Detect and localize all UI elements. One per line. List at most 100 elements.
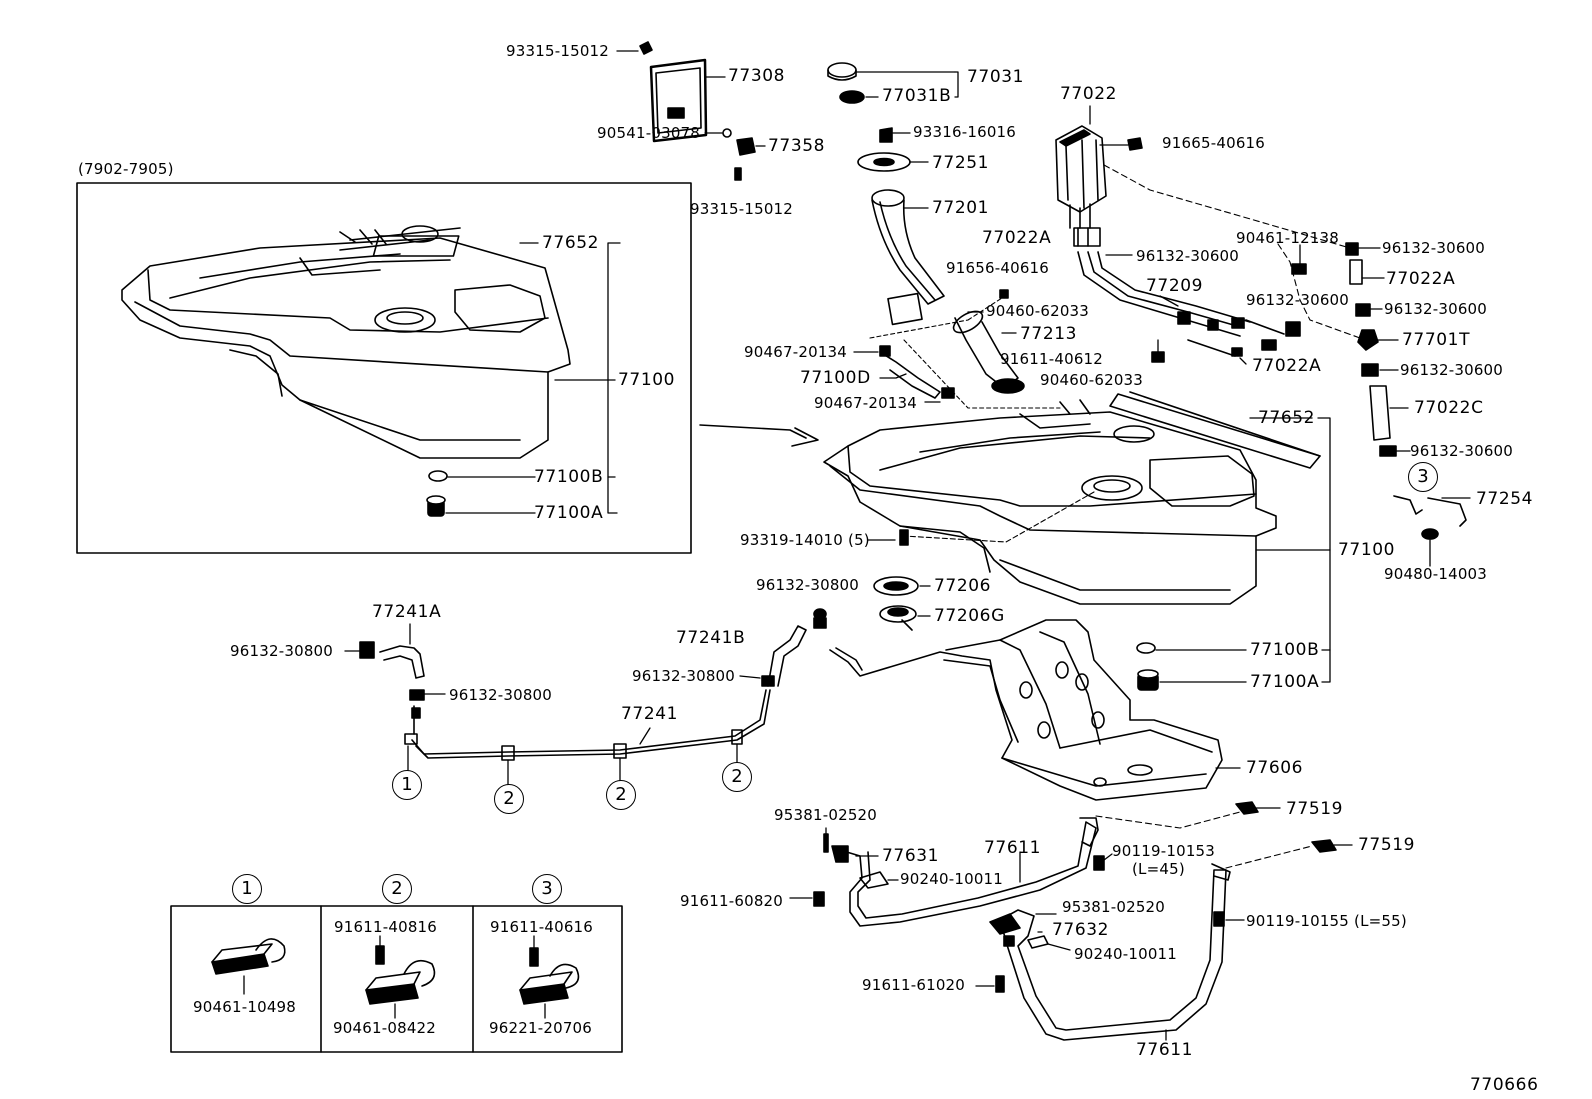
label-77100B-main: 77100B <box>1250 640 1320 660</box>
drawing-id: 770666 <box>1470 1075 1539 1095</box>
legend-callout-1: 1 <box>232 874 262 904</box>
filler-hose-77213 <box>950 290 1024 393</box>
label-91611-40616: 91611-40616 <box>490 918 594 936</box>
label-91611-40612: 91611-40612 <box>1000 350 1104 368</box>
label-90460-62033-2: 90460-62033 <box>1040 371 1144 389</box>
label-96132-30600-2: 96132-30600 <box>1382 239 1486 257</box>
protector-77606 <box>830 620 1240 800</box>
label-77652-main: 77652 <box>1258 408 1316 428</box>
label-77100-inset: 77100 <box>618 370 676 390</box>
label-77519-1: 77519 <box>1286 799 1344 819</box>
dash-canister <box>1104 165 1350 248</box>
label-91665-40616: 91665-40616 <box>1162 134 1266 152</box>
label-90119-10153: 90119-10153 <box>1112 842 1216 860</box>
filler-neck-77201 <box>872 190 944 324</box>
label-77022A-3: 77022A <box>1252 356 1322 376</box>
label-77632: 77632 <box>1052 920 1110 940</box>
label-77241B: 77241B <box>676 628 746 648</box>
label-96132-30600-6: 96132-30600 <box>1410 442 1514 460</box>
label-90467-20134-2: 90467-20134 <box>814 394 918 412</box>
inset-caption: (7902-7905) <box>78 160 174 178</box>
label-77100-main: 77100 <box>1338 540 1396 560</box>
label-95381-02520-2: 95381-02520 <box>1062 898 1166 916</box>
label-93319-14010: 93319-14010 (5) <box>740 531 870 549</box>
label-96132-30600-5: 96132-30600 <box>1400 361 1504 379</box>
label-77213: 77213 <box>1020 324 1078 344</box>
label-77206: 77206 <box>934 576 992 596</box>
label-96221-20706: 96221-20706 <box>489 1019 593 1037</box>
label-77209: 77209 <box>1146 276 1204 296</box>
label-77022C: 77022C <box>1414 398 1484 418</box>
label-90461-10498: 90461-10498 <box>193 998 297 1016</box>
dash-guides-neck <box>870 296 1060 408</box>
label-91656-40616: 91656-40616 <box>946 259 1050 277</box>
label-96132-30600-1: 96132-30600 <box>1136 247 1240 265</box>
label-77519-2: 77519 <box>1358 835 1416 855</box>
callout-2-line-b: 2 <box>606 780 636 810</box>
clamp-type-1 <box>212 939 285 994</box>
label-77701T: 77701T <box>1402 330 1471 350</box>
label-96132-30800-1: 96132-30800 <box>756 576 860 594</box>
label-95381-02520-1: 95381-02520 <box>774 806 878 824</box>
label-77606: 77606 <box>1246 758 1304 778</box>
label-77206G: 77206G <box>934 606 1005 626</box>
inset-fuel-tank <box>122 226 570 458</box>
strap-77611-front <box>790 818 1112 926</box>
main-tank-leaders <box>1156 418 1330 682</box>
callout-2-line-a: 2 <box>494 784 524 814</box>
main-drain-plug <box>1137 643 1158 690</box>
label-96132-30800-2: 96132-30800 <box>230 642 334 660</box>
vapor-lines-77209 <box>1078 252 1284 356</box>
label-77254: 77254 <box>1476 489 1534 509</box>
label-77100D: 77100D <box>800 368 871 388</box>
label-91611-60820: 91611-60820 <box>680 892 784 910</box>
gauge-unit-77358 <box>705 129 765 180</box>
vent-hose-77100D <box>854 346 954 402</box>
label-77358: 77358 <box>768 136 826 156</box>
label-93315-15012-bottom: 93315-15012 <box>690 200 794 218</box>
canister-77022 <box>1056 106 1142 246</box>
label-90240-10011-1: 90240-10011 <box>900 870 1004 888</box>
strap-77611-rear <box>976 864 1244 1040</box>
fittings-77209 <box>1152 318 1300 364</box>
sender-gauge-77206 <box>814 530 930 630</box>
dash-vent <box>1278 244 1360 338</box>
callout-3-bracket: 3 <box>1408 462 1438 492</box>
label-96132-30800-3: 96132-30800 <box>632 667 736 685</box>
label-96132-30600-4: 96132-30600 <box>1384 300 1488 318</box>
label-93315-15012-top: 93315-15012 <box>506 42 610 60</box>
label-93316-16016: 93316-16016 <box>913 123 1017 141</box>
label-L45: (L=45) <box>1132 860 1185 878</box>
label-77022: 77022 <box>1060 84 1118 104</box>
label-90467-20134-1: 90467-20134 <box>744 343 848 361</box>
label-77308: 77308 <box>728 66 786 86</box>
label-77031: 77031 <box>967 67 1025 87</box>
label-77631: 77631 <box>882 846 940 866</box>
label-77022A-2: 77022A <box>1386 269 1456 289</box>
label-77241: 77241 <box>621 704 679 724</box>
bracket-77254 <box>1394 496 1470 566</box>
inset-drain-plug <box>427 471 447 516</box>
fuel-lines-77241 <box>345 624 806 784</box>
label-77022A-1: 77022A <box>982 228 1052 248</box>
label-77611-bottom: 77611 <box>1136 1040 1194 1060</box>
strap-clips-77519 <box>1096 802 1352 868</box>
label-91611-61020: 91611-61020 <box>862 976 966 994</box>
cover-plate-77308 <box>617 42 725 141</box>
label-77241A: 77241A <box>372 602 442 622</box>
label-77652-inset: 77652 <box>542 233 600 253</box>
filler-cap-77031 <box>828 63 958 103</box>
label-77251: 77251 <box>932 153 990 173</box>
legend-callout-2: 2 <box>382 874 412 904</box>
label-90240-10011-2: 90240-10011 <box>1074 945 1178 963</box>
label-90480-14003: 90480-14003 <box>1384 565 1488 583</box>
label-96132-30600-3: 96132-30600 <box>1246 291 1350 309</box>
label-77611-top: 77611 <box>984 838 1042 858</box>
clamp-legend-frame <box>171 906 622 1052</box>
callout-2-line-c: 2 <box>722 762 752 792</box>
inset-arrow <box>700 425 818 446</box>
main-fuel-tank <box>824 392 1320 604</box>
label-77100A-inset: 77100A <box>534 503 604 523</box>
clamp-type-3 <box>520 936 578 1018</box>
label-91611-40816: 91611-40816 <box>334 918 438 936</box>
